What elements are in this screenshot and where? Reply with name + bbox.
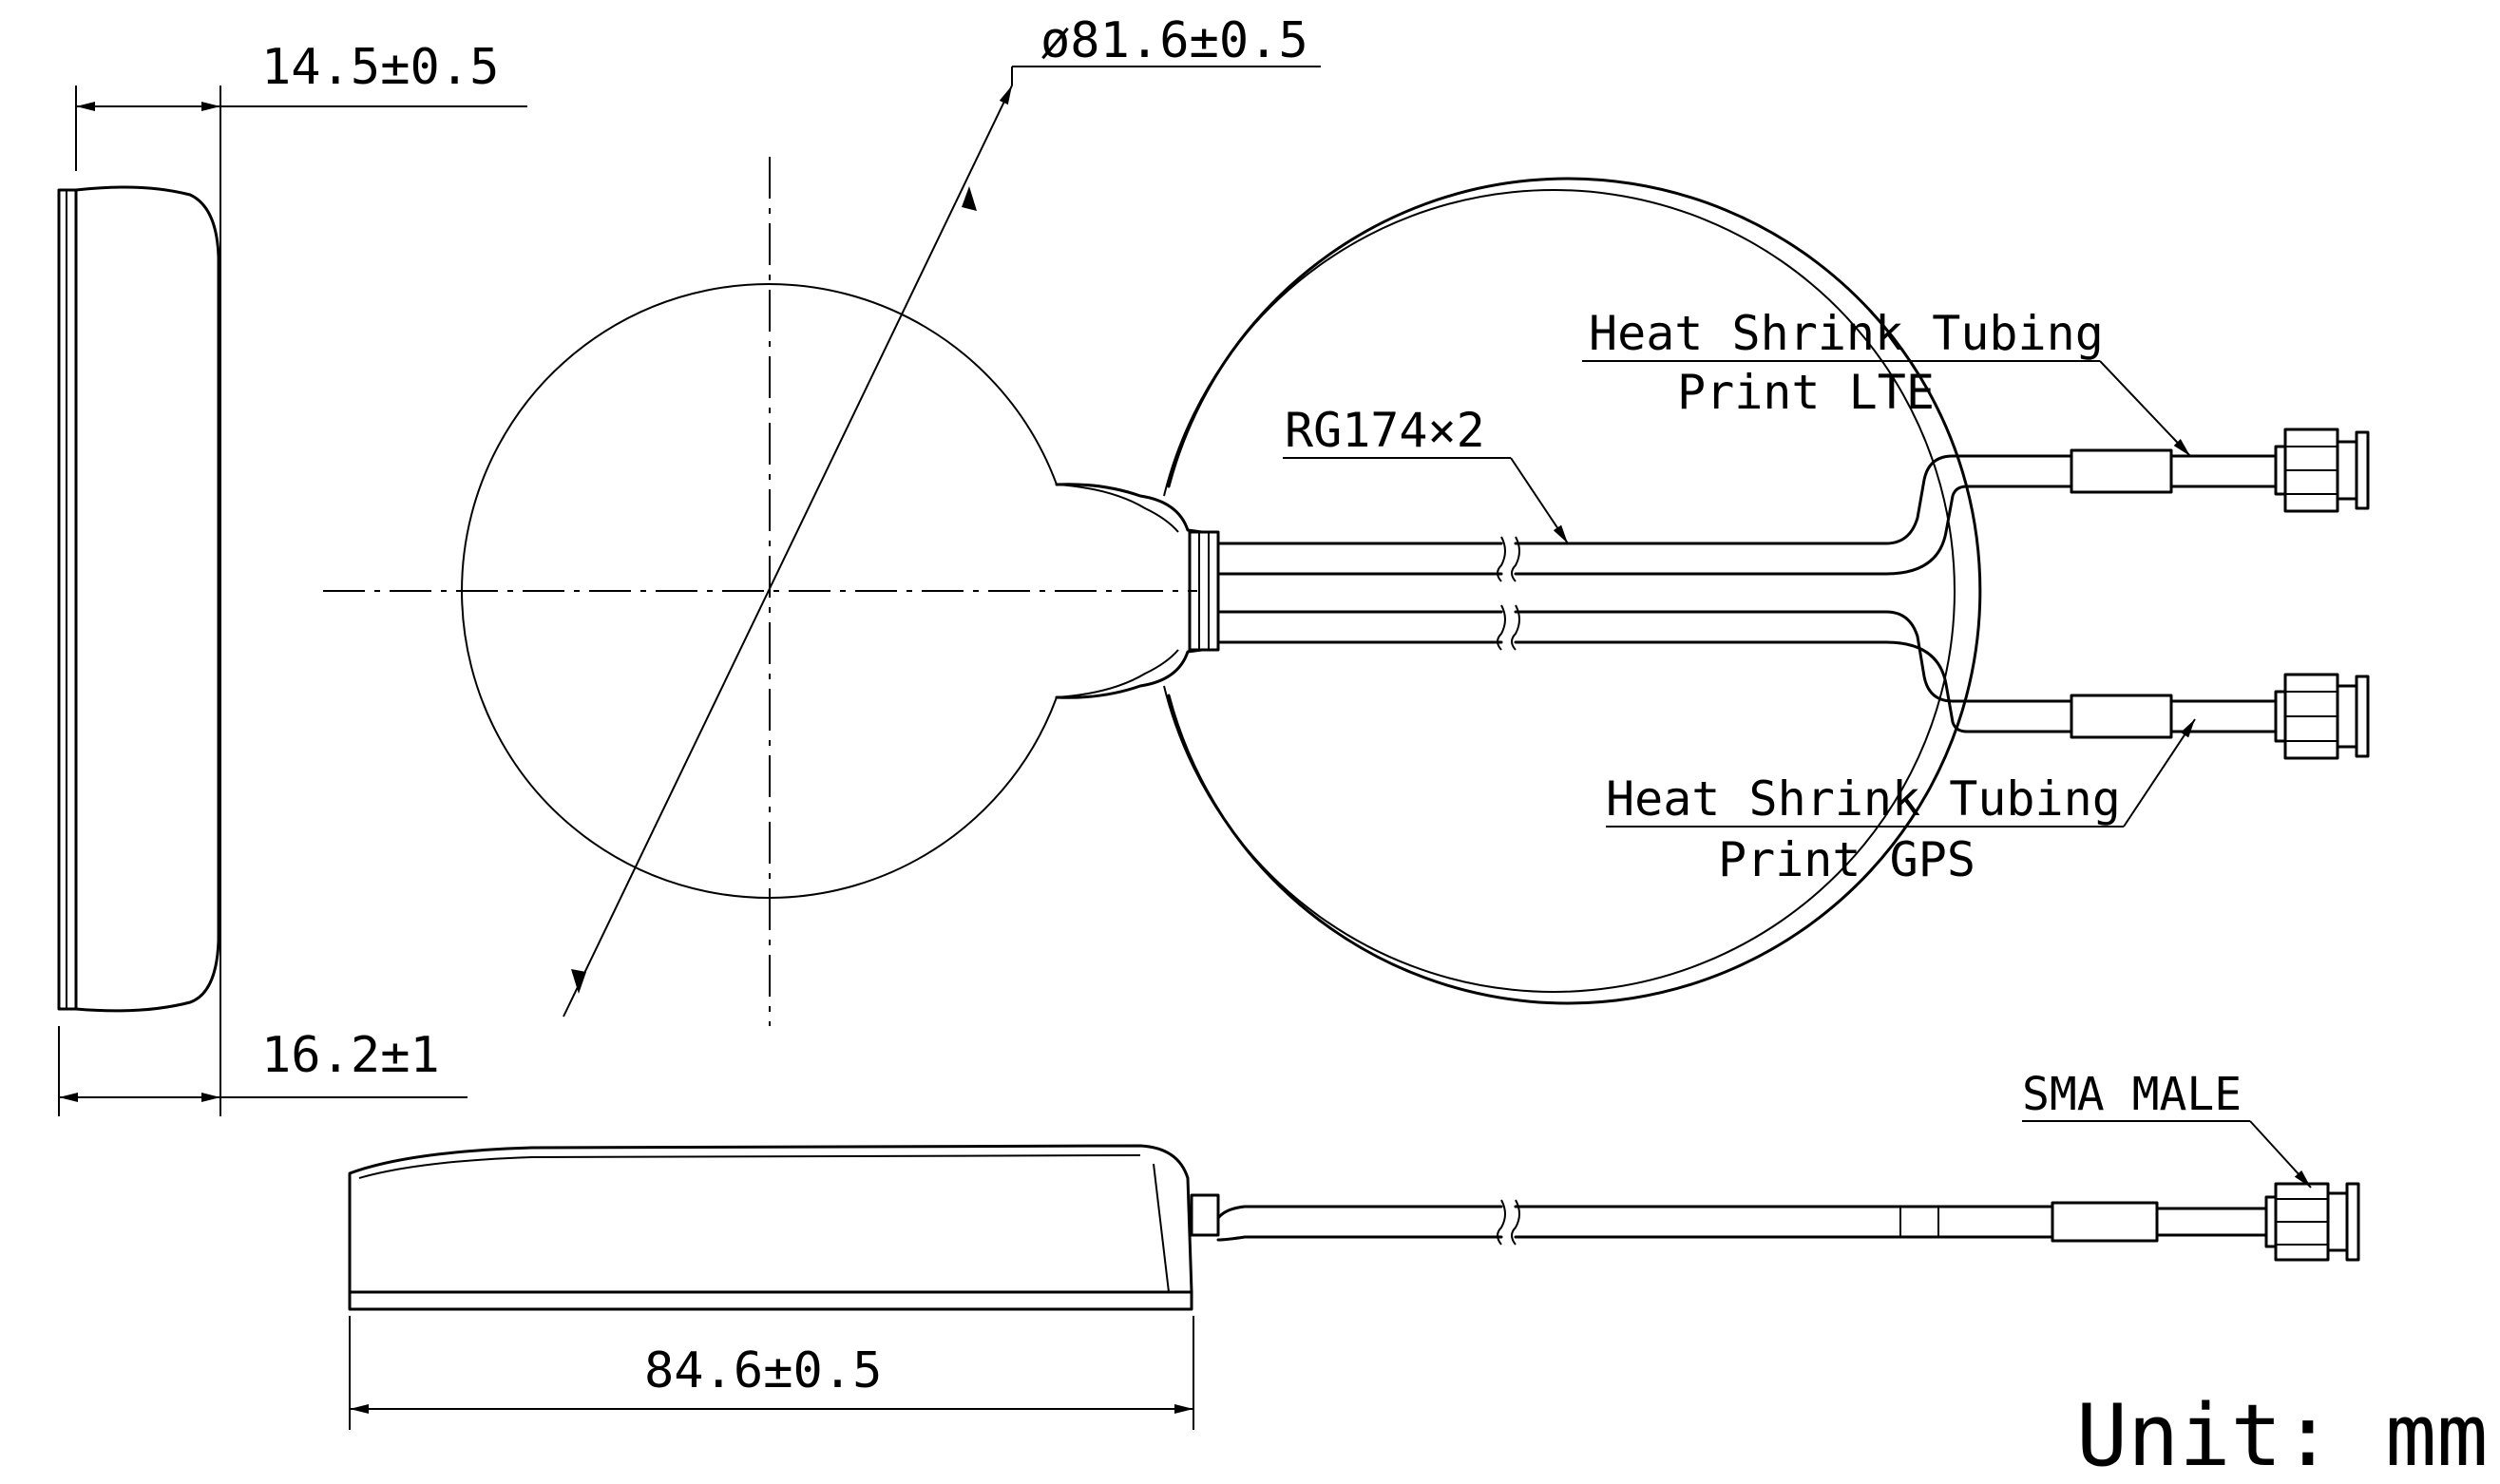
tubing-lte-label: Heat Shrink Tubing Print LTE	[1582, 306, 2191, 457]
cable-lower	[1216, 604, 2370, 760]
dimension-length-label: 84.6±0.5	[644, 1342, 882, 1399]
tubing-gps-label: Heat Shrink Tubing Print GPS	[1606, 718, 2196, 887]
dimension-height-top-label: 14.5±0.5	[261, 39, 499, 96]
connector-label-text: SMA MALE	[2022, 1068, 2242, 1121]
unit-label: Unit: mm	[2076, 1386, 2488, 1479]
dimension-diameter-label: ø81.6±0.5	[1040, 12, 1308, 69]
cable-label: RG174×2	[1283, 403, 1569, 544]
dimension-diameter: ø81.6±0.5	[563, 12, 1321, 1018]
tubing-lte-line1: Heat Shrink Tubing	[1589, 306, 2104, 361]
dimension-height-total-label: 16.2±1	[261, 1027, 440, 1084]
cable-upper	[1216, 428, 2370, 582]
side-view	[57, 185, 220, 1013]
connector-label: SMA MALE	[2022, 1068, 2312, 1189]
dimension-height-top: 14.5±0.5	[75, 39, 527, 1116]
tubing-lte-line2: Print LTE	[1677, 365, 1935, 420]
top-view	[323, 157, 1982, 1026]
tubing-gps-line2: Print GPS	[1718, 832, 1975, 887]
front-view	[348, 1144, 2360, 1311]
dimension-height-total: 16.2±1	[58, 1026, 468, 1116]
cable-label-text: RG174×2	[1285, 403, 1485, 458]
dimension-length: 84.6±0.5	[349, 1316, 1194, 1430]
tubing-gps-line1: Heat Shrink Tubing	[1606, 771, 2121, 827]
